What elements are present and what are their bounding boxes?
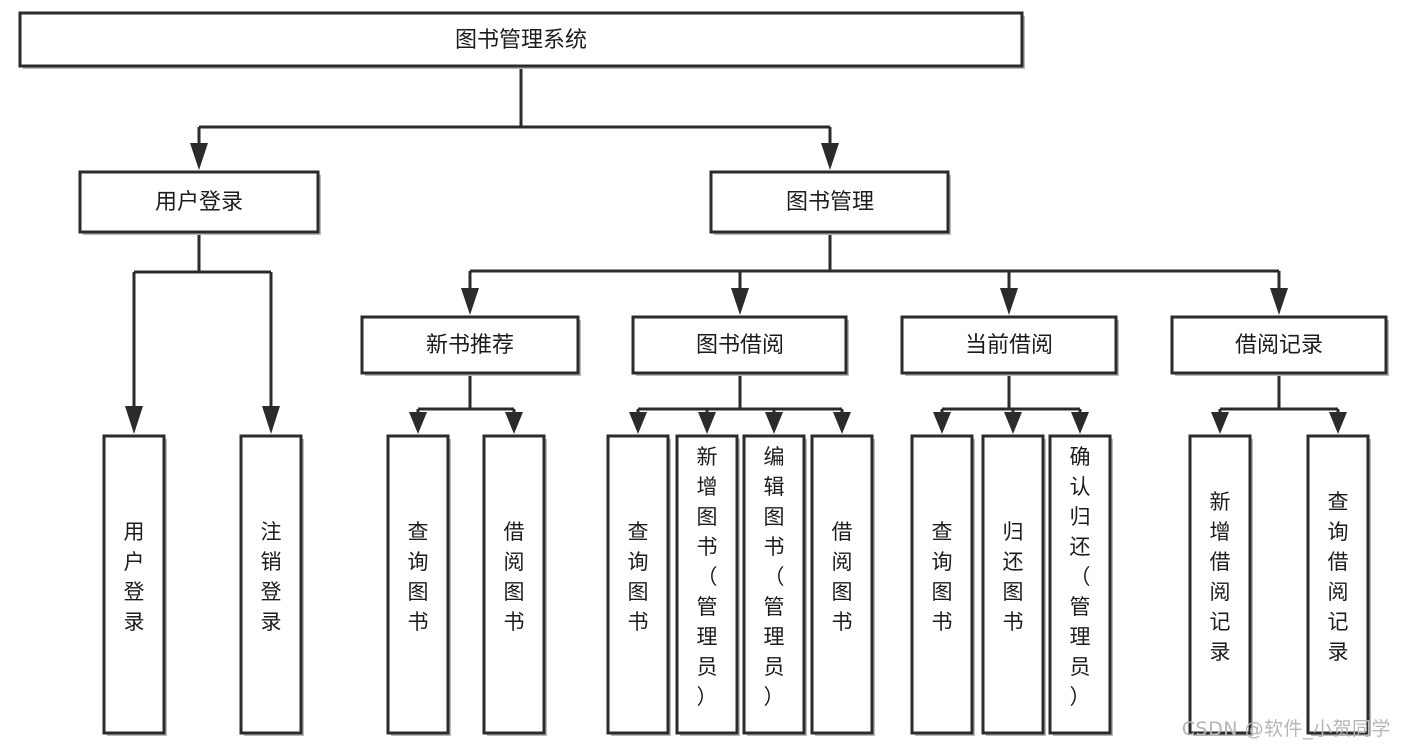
arrow-head-leaf-edit-book bbox=[765, 412, 783, 434]
node-leaf-query-record-label: 查询借阅记录 bbox=[1328, 490, 1349, 664]
node-leaf-query-book-1[interactable]: 查询图书 bbox=[386, 434, 451, 736]
node-user-login-label: 用户登录 bbox=[155, 190, 243, 215]
node-leaf-user-login[interactable]: 用户登录 bbox=[102, 434, 167, 736]
node-leaf-return-book[interactable]: 归还图书 bbox=[981, 434, 1046, 736]
leaf-nodes-layer: 用户登录 注销登录 查询图书 借阅图书 查询图书 bbox=[102, 434, 1371, 736]
arrow-head-leaf-return-book bbox=[1004, 412, 1022, 434]
node-leaf-query-book-3[interactable]: 查询图书 bbox=[910, 434, 975, 736]
node-root-label: 图书管理系统 bbox=[455, 28, 587, 53]
node-leaf-add-book-label: 新增图书（管理员） bbox=[697, 445, 718, 709]
arrow-head-leaf-add-book bbox=[698, 412, 716, 434]
arrow-head-book-manage bbox=[821, 143, 839, 170]
arrow-head-leaf-add-record bbox=[1211, 412, 1229, 434]
node-leaf-borrow-book-2[interactable]: 借阅图书 bbox=[810, 434, 875, 736]
arrow-head-borrow-record bbox=[1270, 288, 1288, 315]
node-leaf-add-record-label: 新增借阅记录 bbox=[1210, 490, 1231, 664]
node-leaf-borrow-book-1[interactable]: 借阅图书 bbox=[482, 434, 547, 736]
arrow-head-leaf-user-login bbox=[125, 406, 143, 434]
arrow-head-leaf-query-book-2 bbox=[629, 412, 647, 434]
node-leaf-add-book[interactable]: 新增图书（管理员） bbox=[675, 434, 740, 736]
arrow-head-leaf-query-book-1 bbox=[409, 412, 427, 434]
arrow-head-new-book-recommend bbox=[461, 288, 479, 315]
node-new-book-recommend-label: 新书推荐 bbox=[426, 333, 514, 358]
node-leaf-query-book-1-label: 查询图书 bbox=[408, 520, 429, 634]
arrow-head-leaf-query-record bbox=[1329, 412, 1347, 434]
node-leaf-user-logout[interactable]: 注销登录 bbox=[239, 434, 304, 736]
node-leaf-edit-book-label: 编辑图书（管理员） bbox=[764, 445, 785, 709]
node-book-borrow-label: 图书借阅 bbox=[696, 333, 784, 358]
node-book-borrow[interactable]: 图书借阅 bbox=[631, 315, 849, 376]
node-root[interactable]: 图书管理系统 bbox=[18, 11, 1025, 69]
arrow-head-leaf-borrow-book-1 bbox=[505, 412, 523, 434]
node-leaf-borrow-book-2-label: 借阅图书 bbox=[832, 520, 853, 634]
node-current-borrow[interactable]: 当前借阅 bbox=[900, 315, 1119, 376]
arrow-head-current-borrow bbox=[1000, 288, 1018, 315]
node-current-borrow-label: 当前借阅 bbox=[965, 333, 1053, 358]
node-book-manage[interactable]: 图书管理 bbox=[709, 170, 951, 235]
node-borrow-record-label: 借阅记录 bbox=[1235, 333, 1323, 358]
arrow-head-user-login bbox=[190, 143, 208, 170]
arrow-head-leaf-confirm-return bbox=[1071, 412, 1089, 434]
connector-layer bbox=[125, 66, 1347, 434]
node-leaf-edit-book[interactable]: 编辑图书（管理员） bbox=[742, 434, 807, 736]
node-leaf-return-book-label: 归还图书 bbox=[1003, 520, 1024, 634]
node-leaf-confirm-return-label: 确认归还（管理员） bbox=[1070, 445, 1091, 709]
node-book-manage-label: 图书管理 bbox=[786, 190, 874, 215]
node-leaf-query-record[interactable]: 查询借阅记录 bbox=[1306, 434, 1371, 736]
node-leaf-query-book-2[interactable]: 查询图书 bbox=[606, 434, 671, 736]
node-leaf-user-logout-label: 注销登录 bbox=[261, 520, 282, 634]
node-leaf-add-record[interactable]: 新增借阅记录 bbox=[1188, 434, 1253, 736]
arrow-head-leaf-borrow-book-2 bbox=[833, 412, 851, 434]
node-leaf-user-login-label: 用户登录 bbox=[124, 520, 145, 634]
node-leaf-query-book-3-label: 查询图书 bbox=[932, 520, 953, 634]
node-user-login[interactable]: 用户登录 bbox=[78, 170, 321, 235]
arrow-head-book-borrow bbox=[731, 288, 749, 315]
arrow-head-leaf-query-book-3 bbox=[933, 412, 951, 434]
node-leaf-confirm-return[interactable]: 确认归还（管理员） bbox=[1048, 434, 1113, 736]
arrow-head-leaf-user-logout bbox=[262, 406, 280, 434]
node-new-book-recommend[interactable]: 新书推荐 bbox=[360, 315, 581, 376]
node-leaf-borrow-book-1-label: 借阅图书 bbox=[504, 520, 525, 634]
node-leaf-query-book-2-label: 查询图书 bbox=[628, 520, 649, 634]
node-borrow-record[interactable]: 借阅记录 bbox=[1170, 315, 1389, 376]
